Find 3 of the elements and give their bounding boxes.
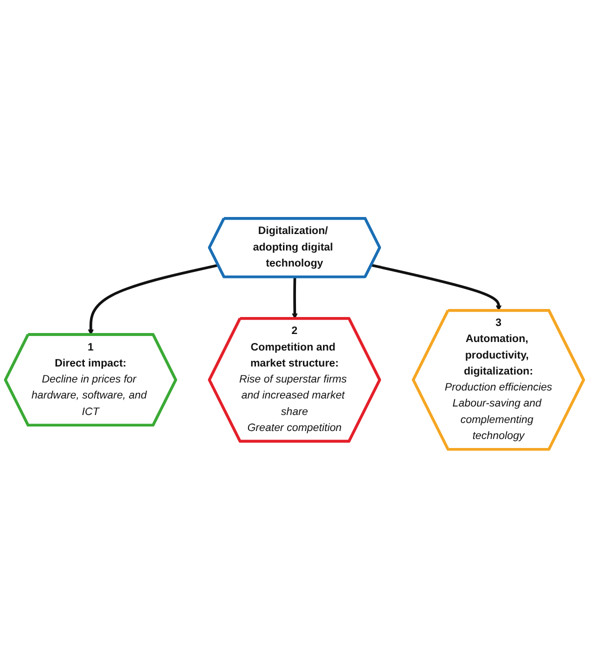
arrow (371, 264, 502, 311)
arrow (88, 264, 219, 335)
arrow (292, 276, 298, 319)
